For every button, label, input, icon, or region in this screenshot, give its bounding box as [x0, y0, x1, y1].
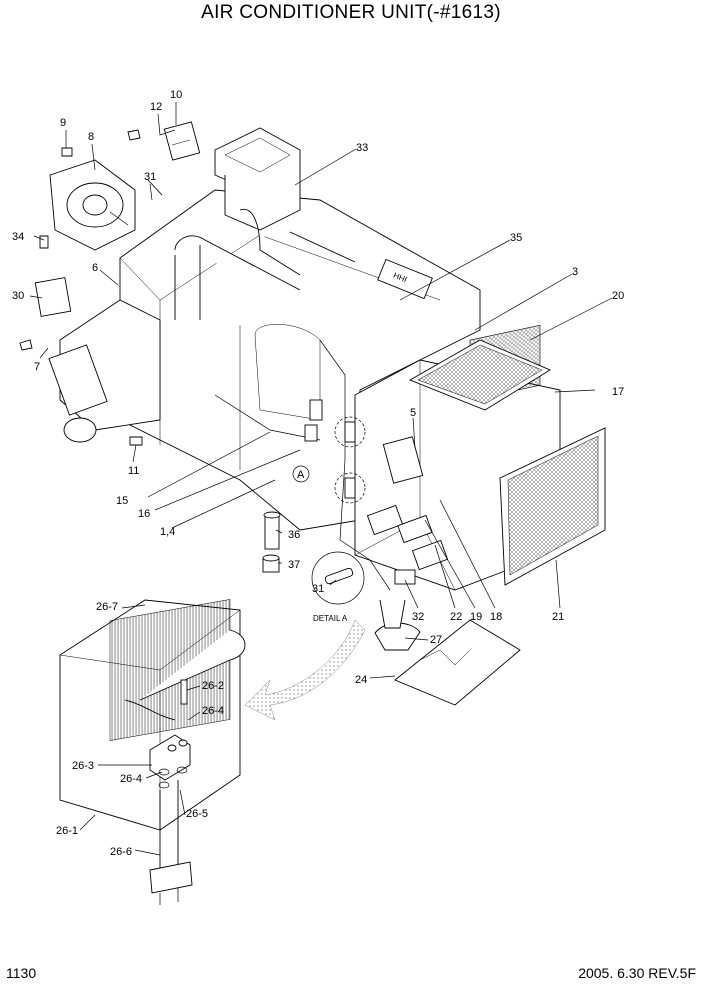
- page-number: 1130: [6, 965, 37, 981]
- callout-33: 33: [356, 142, 368, 154]
- revision-date: 2005. 6.30 REV.5F: [578, 965, 696, 981]
- callout-10: 10: [170, 89, 182, 101]
- callout-20: 20: [612, 290, 624, 302]
- callout-26-4-top: 26-4: [202, 705, 224, 717]
- callout-labels: 9 8 12 10 31 33 34 6 30 7 11 35 3 20 17 …: [12, 89, 624, 858]
- callout-22: 22: [450, 611, 462, 623]
- callout-35: 35: [510, 232, 522, 244]
- detail-label-text: DETAIL A: [313, 614, 348, 623]
- callout-30: 30: [12, 290, 24, 302]
- actuator-5: [382, 436, 424, 484]
- callout-5: 5: [410, 407, 416, 419]
- page-title: AIR CONDITIONER UNIT(-#1613): [201, 2, 501, 23]
- callout-31-detail: 31: [312, 583, 324, 595]
- callout-17: 17: [612, 386, 624, 398]
- blower-housing: [48, 299, 161, 443]
- bottom-pad: [374, 599, 521, 706]
- callout-26-2: 26-2: [202, 680, 224, 692]
- top-hoses: [174, 209, 356, 320]
- filter-top: [408, 339, 551, 411]
- callout-26-5: 26-5: [186, 808, 208, 820]
- callout-19: 19: [470, 611, 482, 623]
- detail-marker-text: A: [297, 469, 305, 481]
- callout-26-4-bottom: 26-4: [120, 773, 142, 785]
- actuator-30: [34, 277, 72, 317]
- callout-26-6: 26-6: [110, 846, 132, 858]
- callout-11: 11: [128, 465, 139, 477]
- filter-side: [499, 427, 606, 586]
- callout-34: 34: [12, 231, 24, 243]
- drain-parts: [262, 511, 281, 573]
- callout-37: 37: [288, 559, 300, 571]
- screws: [19, 129, 163, 446]
- callout-32: 32: [412, 611, 424, 623]
- evaporator-core: [59, 599, 246, 831]
- top-duct: [214, 127, 301, 231]
- callout-16: 16: [138, 508, 150, 520]
- callout-21: 21: [552, 611, 564, 623]
- callout-3: 3: [572, 266, 578, 278]
- callout-26-7: 26-7: [96, 601, 118, 613]
- callout-24: 24: [355, 674, 367, 686]
- hhi-badge: HHI: [377, 258, 433, 300]
- callout-36: 36: [288, 529, 300, 541]
- callout-26-1: 26-1: [56, 825, 78, 837]
- callout-27: 27: [430, 634, 442, 646]
- callout-9: 9: [60, 117, 66, 129]
- actuator-10: [163, 121, 201, 161]
- detail-a-markers: A DETAIL A: [244, 416, 366, 721]
- callout-8: 8: [88, 131, 94, 143]
- wire-harness: [214, 339, 449, 591]
- callout-1-4: 1,4: [160, 526, 175, 538]
- callout-12: 12: [150, 101, 162, 113]
- blower-motor: [49, 159, 136, 251]
- callout-18: 18: [490, 611, 502, 623]
- callout-31-top: 31: [144, 171, 156, 183]
- callout-15: 15: [116, 495, 128, 507]
- callout-6: 6: [92, 262, 98, 274]
- leader-lines: [29, 102, 613, 856]
- callout-7: 7: [34, 361, 40, 373]
- callout-26-3: 26-3: [72, 760, 94, 772]
- expansion-valve: [149, 679, 193, 905]
